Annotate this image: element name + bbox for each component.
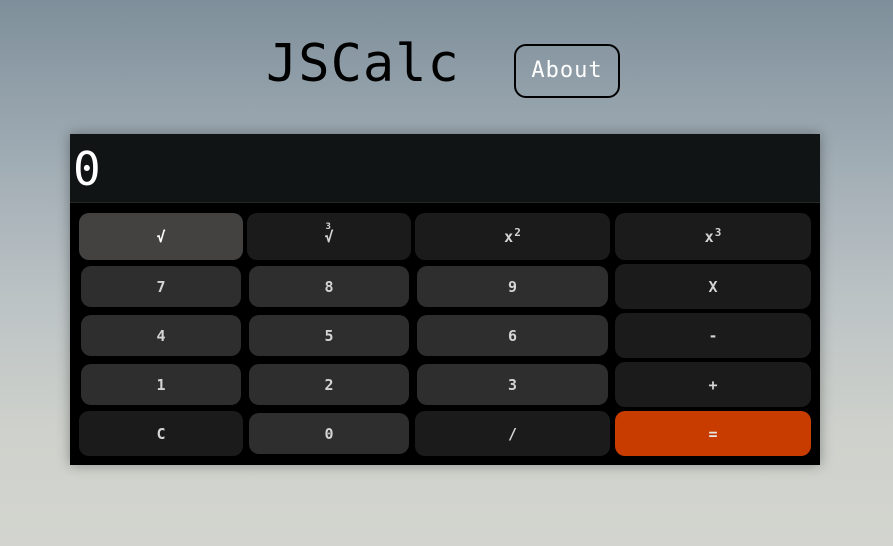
key-8-button[interactable]: 8: [249, 266, 409, 307]
key-5-button[interactable]: 5: [249, 315, 409, 356]
equals-button[interactable]: =: [615, 411, 811, 456]
cube-root-button[interactable]: 3√: [247, 213, 411, 260]
divide-button[interactable]: /: [415, 411, 610, 456]
key-2-button[interactable]: 2: [249, 364, 409, 405]
cube-exponent: 3: [714, 226, 722, 239]
about-button[interactable]: About: [514, 44, 620, 98]
square-exponent: 2: [514, 226, 521, 239]
key-0-button[interactable]: 0: [249, 413, 409, 454]
plus-button[interactable]: +: [615, 362, 811, 407]
display-value: 0: [73, 142, 101, 196]
key-4-button[interactable]: 4: [81, 315, 241, 356]
key-7-button[interactable]: 7: [81, 266, 241, 307]
key-6-button[interactable]: 6: [417, 315, 608, 356]
clear-button[interactable]: C: [79, 411, 243, 456]
cube-root-symbol: √: [324, 227, 334, 246]
calculator-display: 0: [70, 134, 820, 203]
app-title: JSCalc: [266, 34, 460, 94]
key-3-button[interactable]: 3: [417, 364, 608, 405]
key-9-button[interactable]: 9: [417, 266, 608, 307]
square-base: x: [504, 227, 514, 246]
square-root-label: √: [156, 227, 166, 246]
cube-base: x: [704, 227, 714, 246]
square-root-button[interactable]: √: [79, 213, 243, 260]
multiply-button[interactable]: X: [615, 264, 811, 309]
cube-root-index: 3: [325, 221, 331, 232]
cube-root-label: 3√: [324, 222, 334, 246]
key-1-button[interactable]: 1: [81, 364, 241, 405]
minus-button[interactable]: -: [615, 313, 811, 358]
